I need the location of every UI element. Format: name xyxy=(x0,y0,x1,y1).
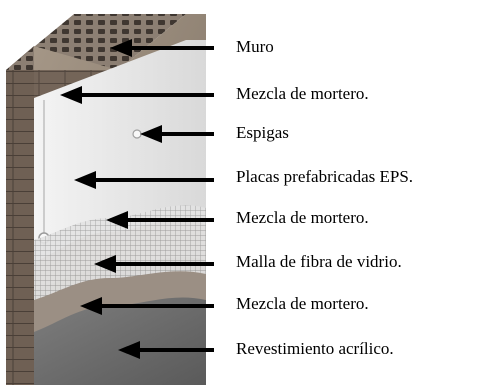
anchor-plug xyxy=(132,129,142,139)
arrow-1 xyxy=(110,39,214,57)
arrow-8 xyxy=(118,341,214,359)
label-mortar-3: Mezcla de mortero. xyxy=(236,294,369,313)
arrow-2 xyxy=(60,86,214,104)
label-fiberglass-mesh: Malla de fibra de vidrio. xyxy=(236,252,402,271)
arrow-7 xyxy=(80,297,214,315)
label-muro: Muro xyxy=(236,37,274,56)
arrow-3 xyxy=(140,125,214,143)
brick-wall-side xyxy=(6,46,34,385)
callout-arrows xyxy=(60,39,214,359)
label-espigas: Espigas xyxy=(236,123,289,142)
label-mortar-1: Mezcla de mortero. xyxy=(236,84,369,103)
label-mortar-2: Mezcla de mortero. xyxy=(236,208,369,227)
label-acrylic-finish: Revestimiento acrílico. xyxy=(236,339,394,358)
arrow-5 xyxy=(106,211,214,229)
arrow-4 xyxy=(74,171,214,189)
label-eps-boards: Placas prefabricadas EPS. xyxy=(236,167,414,186)
arrow-6 xyxy=(94,255,214,273)
acrylic-finish-layer xyxy=(34,297,206,385)
